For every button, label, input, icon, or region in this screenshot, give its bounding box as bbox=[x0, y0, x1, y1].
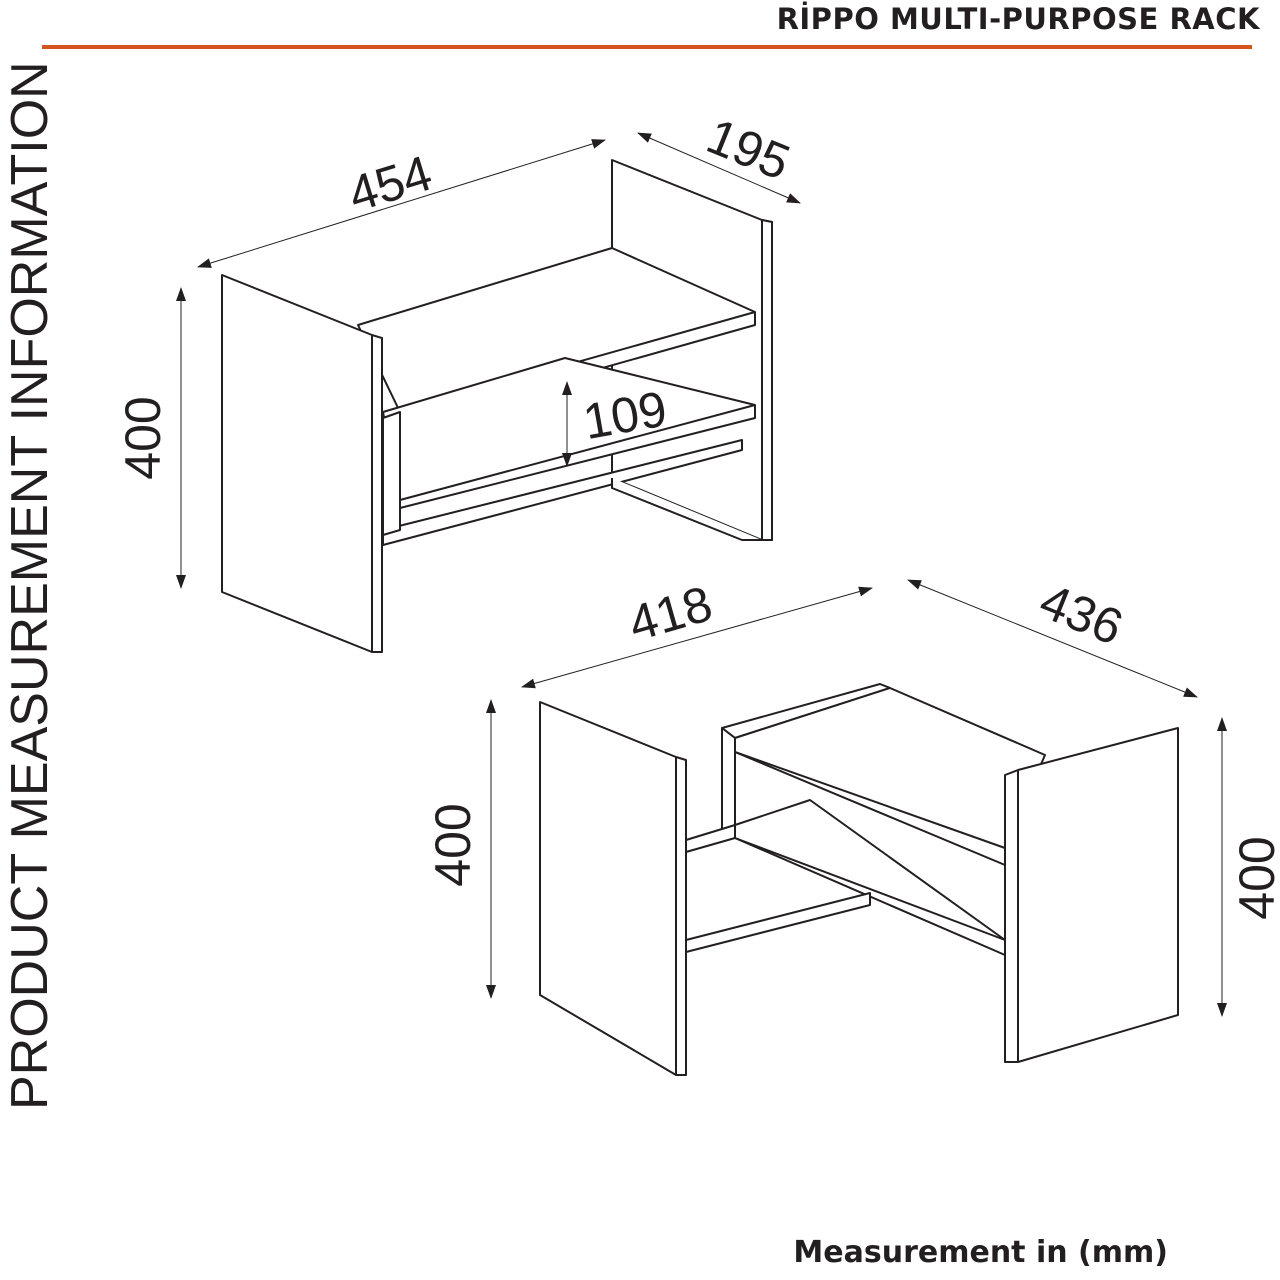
rack-top-left-panel bbox=[221, 274, 383, 653]
page-title: RİPPO MULTI-PURPOSE RACK bbox=[776, 2, 1260, 36]
dim-label-width-top: 454 bbox=[342, 145, 438, 223]
dim-label-height-top: 400 bbox=[115, 396, 171, 479]
rack-bottom-left-panel bbox=[539, 701, 687, 1076]
rack-bottom-lower-rail bbox=[685, 824, 736, 853]
dim-line-width-top bbox=[197, 139, 606, 268]
dim-label-height-bottom-left: 400 bbox=[425, 803, 481, 886]
dim-label-height-bottom-right: 400 bbox=[1229, 836, 1280, 919]
rack-bottom-view: 418 436 400 400 bbox=[425, 573, 1280, 1076]
measurement-unit-note: Measurement in (mm) bbox=[793, 1235, 1168, 1270]
dim-line-depth-top bbox=[637, 132, 801, 204]
dim-line-depth-bottom bbox=[907, 579, 1198, 698]
title-underline bbox=[42, 45, 1252, 49]
dim-label-width-bottom: 418 bbox=[622, 575, 718, 652]
dim-label-depth-bottom: 436 bbox=[1032, 573, 1130, 656]
rack-top-view: 454 195 400 109 bbox=[115, 108, 801, 653]
dim-line-width-bottom bbox=[521, 586, 873, 689]
rack-bottom-right-panel bbox=[1004, 727, 1179, 1063]
dim-label-depth-top: 195 bbox=[699, 108, 797, 191]
